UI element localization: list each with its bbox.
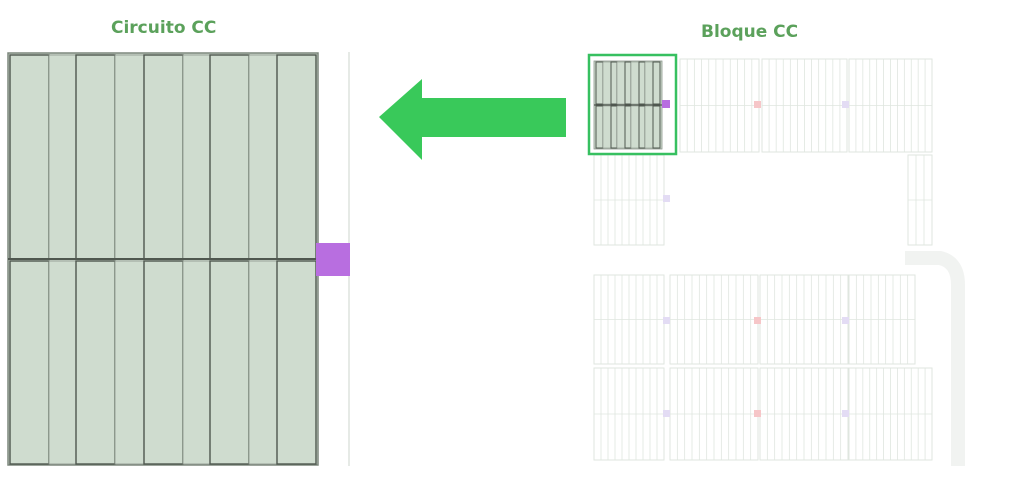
pv-module [638, 61, 646, 105]
pv-module [644, 61, 654, 105]
pv-module [75, 260, 116, 465]
access-path [905, 251, 965, 466]
pv-module [644, 105, 654, 149]
pv-module [652, 105, 661, 149]
combiner-marker [754, 317, 761, 324]
pv-module [610, 61, 618, 105]
pv-module [652, 61, 661, 105]
pv-module [48, 54, 77, 260]
pv-module [602, 105, 612, 149]
pv-module [624, 105, 632, 149]
pv-module [9, 260, 50, 465]
pv-module [602, 61, 612, 105]
pv-module [143, 260, 184, 465]
pv-module [209, 260, 250, 465]
combiner-box [662, 100, 670, 108]
bloque-cc-title: Bloque CC [701, 22, 799, 42]
pv-table [759, 367, 849, 461]
combiner-box [316, 243, 350, 276]
pv-table [593, 367, 665, 461]
pv-module [248, 260, 278, 465]
pv-module [638, 105, 646, 149]
pv-module [630, 105, 640, 149]
pv-table [848, 58, 933, 153]
combiner-marker [842, 101, 849, 108]
selection-highlight [587, 53, 678, 156]
pv-table [593, 274, 665, 365]
pv-module [595, 61, 604, 105]
pv-table [669, 274, 759, 365]
pv-table [761, 58, 848, 153]
pv-table [679, 58, 760, 153]
pv-table [848, 274, 916, 365]
pv-module [75, 54, 116, 260]
pv-module [48, 260, 77, 465]
pv-module [276, 54, 317, 260]
pv-module [610, 105, 618, 149]
left-arrow [379, 79, 566, 160]
combiner-marker [663, 195, 670, 202]
combiner-marker [842, 410, 849, 417]
pv-table [593, 154, 665, 246]
pv-module [276, 260, 317, 465]
combiner-marker [663, 410, 670, 417]
pv-module [595, 105, 604, 149]
pv-table [759, 274, 849, 365]
combiner-marker [754, 410, 761, 417]
pv-module [182, 54, 211, 260]
combiner-marker [842, 317, 849, 324]
combiner-marker [663, 317, 670, 324]
combiner-marker [754, 101, 761, 108]
highlighted-circuit [593, 60, 670, 150]
pv-module [616, 105, 626, 149]
pv-module [630, 61, 640, 105]
pv-module [616, 61, 626, 105]
pv-table [907, 154, 933, 246]
pv-module [182, 260, 211, 465]
pv-module [624, 61, 632, 105]
pv-module [114, 260, 145, 465]
pv-table [669, 367, 759, 461]
circuito-cc-title: Circuito CC [111, 18, 217, 38]
pv-table [848, 367, 933, 461]
